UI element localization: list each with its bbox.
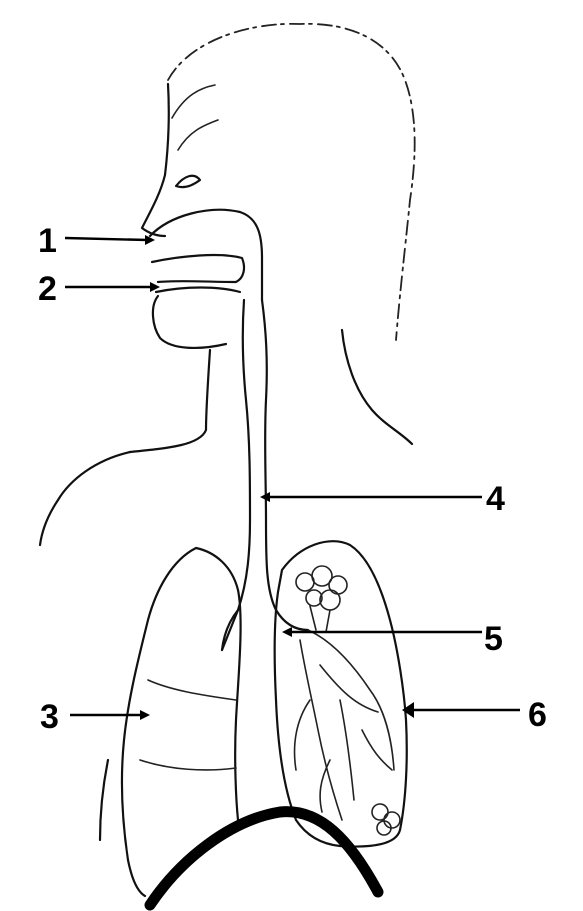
label-2-pointer — [65, 282, 160, 292]
label-6: 6 — [528, 696, 547, 734]
eye — [176, 176, 200, 187]
label-1-pointer — [65, 235, 155, 245]
head-outline — [142, 84, 169, 236]
chin-outline — [153, 296, 226, 348]
label-1: 1 — [38, 222, 57, 260]
diaphragm — [150, 812, 378, 905]
left-lung-fissure — [148, 680, 236, 700]
hair-strand — [178, 120, 218, 150]
alveoli-cluster — [372, 804, 400, 835]
bronchial-tree — [295, 700, 310, 770]
right-lung-outline — [275, 541, 407, 846]
neck-front-skin — [130, 350, 210, 452]
upper-lip — [152, 255, 244, 282]
bronchial-tree — [308, 630, 394, 770]
hair-strand — [172, 85, 215, 118]
label-5: 5 — [484, 620, 503, 658]
label-6-pointer — [402, 702, 520, 718]
shoulder-left — [40, 452, 130, 545]
label-4-pointer — [260, 492, 482, 502]
bronchial-tree — [340, 700, 354, 800]
label-4: 4 — [486, 480, 505, 518]
chest-wall-left — [100, 760, 108, 840]
left-lung-inner — [196, 548, 241, 820]
lower-lip — [156, 288, 240, 293]
throat-front — [222, 300, 250, 650]
alveoli-cluster — [296, 566, 347, 632]
left-lung-outline — [122, 548, 196, 896]
neck-back-skin — [342, 330, 412, 444]
label-5-pointer — [282, 627, 482, 637]
hair-outline — [168, 24, 415, 340]
label-3-pointer — [70, 710, 150, 720]
bronchial-tree — [362, 730, 392, 770]
left-lung-fissure — [140, 760, 236, 770]
throat-back — [262, 300, 308, 630]
label-2: 2 — [38, 270, 57, 308]
label-3: 3 — [40, 698, 59, 736]
bronchial-tree — [320, 760, 330, 812]
